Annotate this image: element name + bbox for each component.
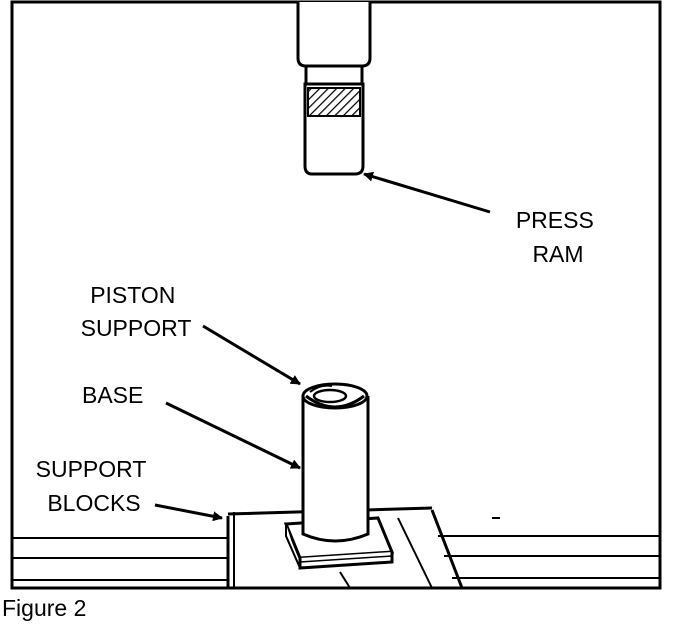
figure-caption: Figure 2 bbox=[2, 595, 86, 621]
label-press-ram-line2: RAM bbox=[532, 241, 583, 267]
arrow-piston-support bbox=[202, 324, 301, 386]
support-blocks bbox=[12, 506, 660, 589]
label-support-blocks-line2: BLOCKS bbox=[47, 490, 140, 516]
piston-support-top bbox=[312, 388, 348, 404]
label-base: BASE bbox=[82, 382, 143, 408]
arrow-press-ram bbox=[363, 171, 491, 214]
label-press-ram-line1: PRESS bbox=[516, 207, 594, 233]
label-piston-support-line2: SUPPORT bbox=[81, 315, 192, 341]
arrow-base bbox=[165, 401, 301, 470]
label-support-blocks: SUPPORT BLOCKS bbox=[36, 456, 153, 516]
arrow-support-blocks bbox=[154, 503, 223, 522]
leader-arrows bbox=[154, 171, 491, 522]
label-press-ram: PRESS RAM bbox=[516, 207, 600, 267]
press-ram bbox=[296, 2, 372, 176]
label-piston-support: PISTON SUPPORT bbox=[81, 282, 192, 341]
base-cylinder bbox=[301, 382, 370, 543]
label-support-blocks-line1: SUPPORT bbox=[36, 456, 147, 482]
label-piston-support-line1: PISTON bbox=[90, 282, 175, 308]
